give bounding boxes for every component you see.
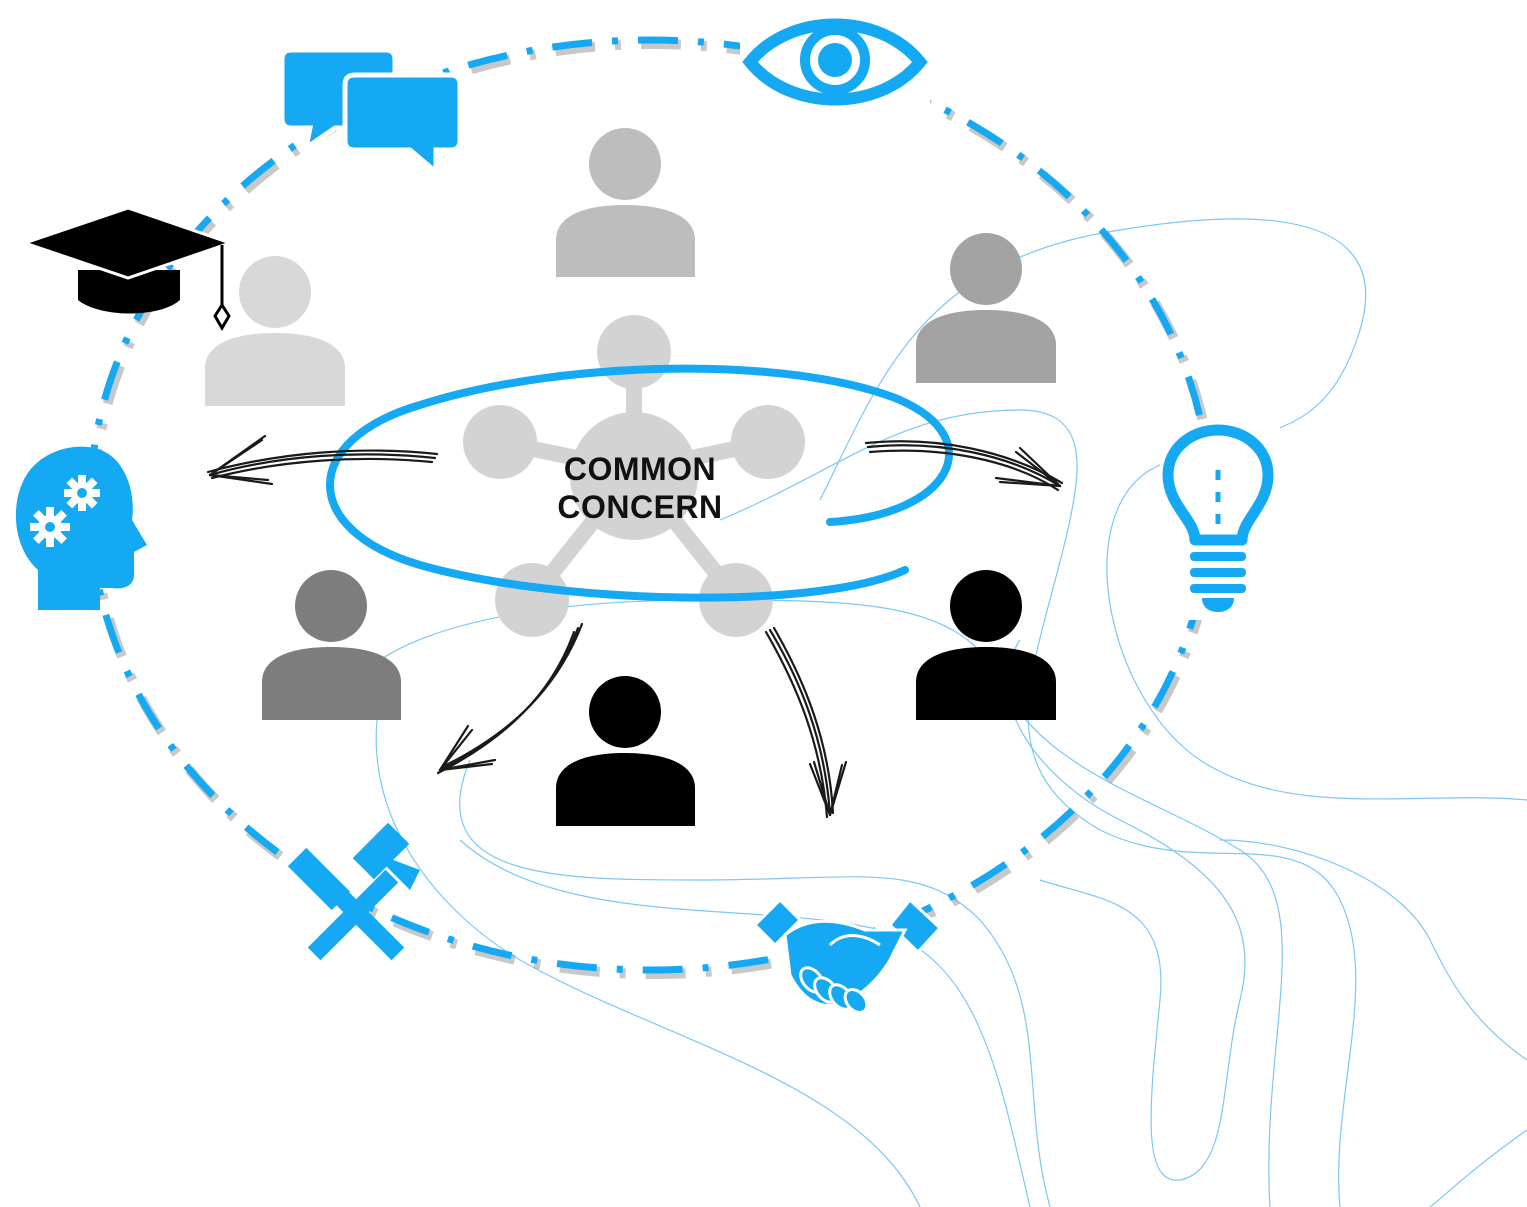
- sketch-arrows: [206, 434, 1064, 819]
- hub-node: [463, 405, 537, 479]
- handshake-icon: [752, 897, 943, 1015]
- person-icon: [556, 676, 695, 826]
- arrow-down-right: [764, 626, 848, 819]
- hub-center-node: [570, 412, 698, 540]
- center-label-line2: CONCERN: [557, 489, 723, 525]
- head-gears-icon: [15, 446, 147, 610]
- eye-icon: [740, 18, 930, 122]
- hub-node: [597, 315, 671, 389]
- person-icon: [205, 256, 345, 406]
- person-icon: [262, 570, 401, 720]
- contour-line: [719, 409, 1357, 1207]
- hub-network: [463, 315, 805, 637]
- hub-node: [495, 563, 569, 637]
- contour-line: [1219, 839, 1527, 1061]
- contour-line: [459, 839, 1031, 1207]
- arrow-down-left: [436, 622, 584, 775]
- common-concern-ellipse: [326, 364, 953, 602]
- center-label-line1: COMMON: [563, 451, 717, 487]
- hammers-icon: [287, 822, 420, 961]
- person-icon: [916, 233, 1056, 383]
- person-icon: [916, 570, 1056, 720]
- contour-line: [379, 599, 1283, 1207]
- speech-bubbles-icon: [279, 47, 463, 178]
- contour-line: [375, 699, 921, 1207]
- person-icon: [556, 128, 695, 277]
- graduation-cap-icon: [20, 206, 235, 331]
- center-label: COMMON CONCERN: [470, 450, 810, 526]
- contour-line: [459, 759, 1051, 1207]
- arrow-left: [206, 434, 439, 486]
- arrow-right: [864, 440, 1064, 492]
- lightbulb-icon: [1160, 420, 1280, 620]
- hub-node: [731, 405, 805, 479]
- contour-line: [1006, 639, 1246, 1181]
- contour-line: [1429, 1129, 1527, 1207]
